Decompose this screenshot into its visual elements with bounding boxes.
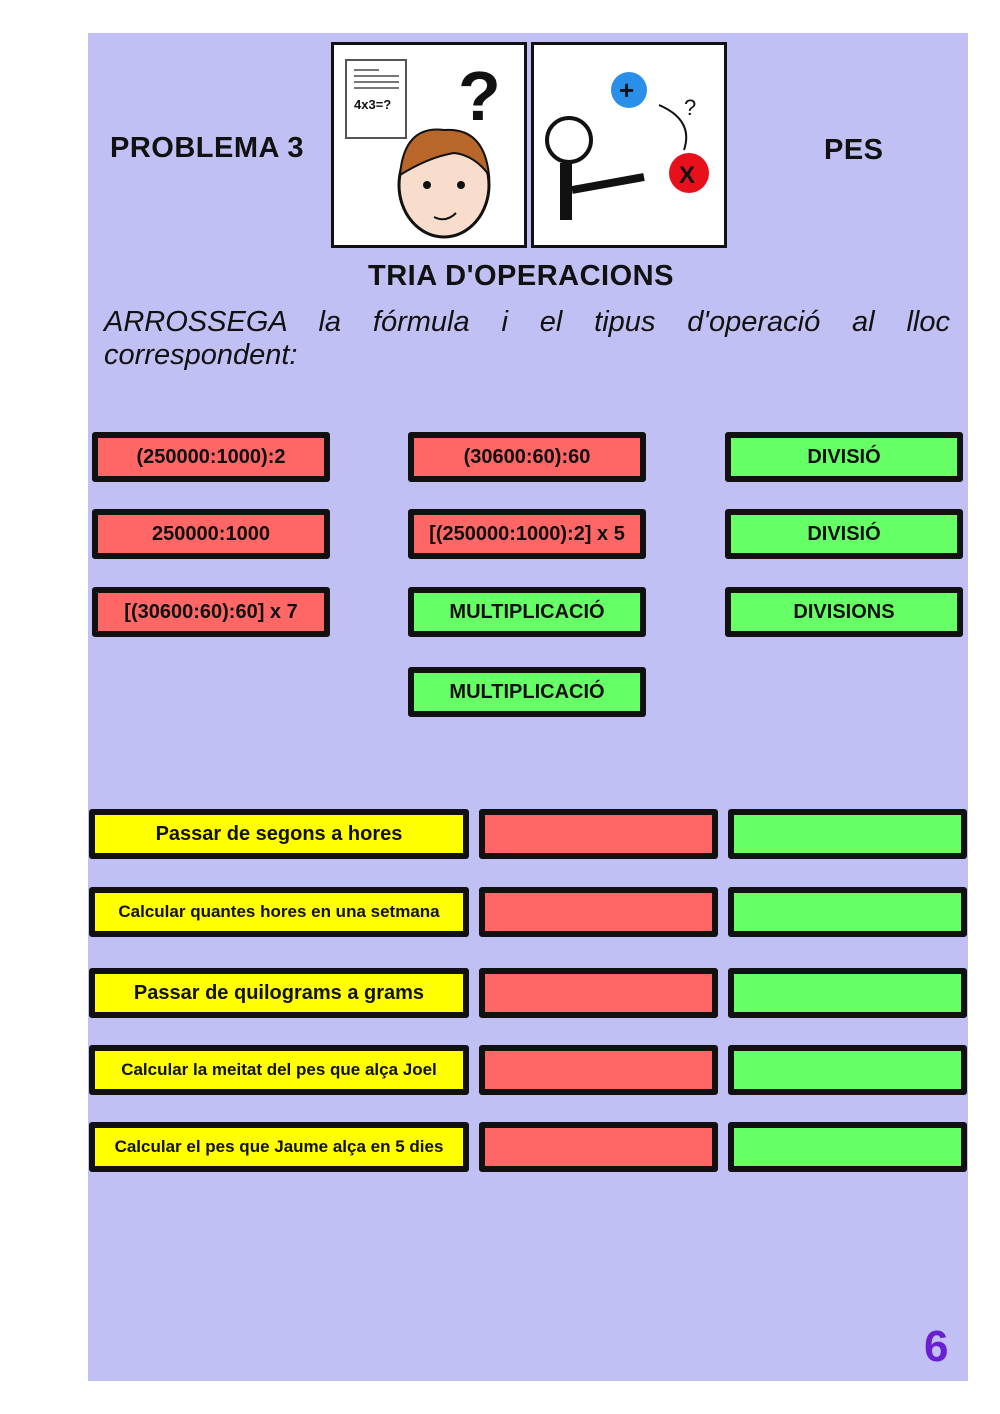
instruction-line-1: ARROSSEGA la fórmula i el tipus d'operac… <box>104 306 950 338</box>
topic-title: PES <box>824 134 884 166</box>
formula-drop-zone[interactable] <box>479 1045 718 1095</box>
operation-draggable[interactable]: DIVISIONS <box>725 587 963 637</box>
svg-text:+: + <box>619 75 634 105</box>
svg-text:?: ? <box>684 95 696 120</box>
operation-draggable[interactable]: MULTIPLICACIÓ <box>408 667 646 717</box>
instruction-line-2: correspondent: <box>104 339 298 371</box>
task-label: Passar de segons a hores <box>89 809 469 859</box>
svg-text:4x3=?: 4x3=? <box>354 97 391 112</box>
subtitle: TRIA D'OPERACIONS <box>368 260 674 292</box>
svg-text:?: ? <box>458 57 501 135</box>
task-label: Calcular la meitat del pes que alça Joel <box>89 1045 469 1095</box>
operation-drop-zone[interactable] <box>728 887 967 937</box>
task-label: Calcular quantes hores en una setmana <box>89 887 469 937</box>
formula-draggable[interactable]: 250000:1000 <box>92 509 330 559</box>
operation-drop-zone[interactable] <box>728 809 967 859</box>
page-number: 6 <box>924 1322 949 1371</box>
formula-drop-zone[interactable] <box>479 887 718 937</box>
operation-drop-zone[interactable] <box>728 968 967 1018</box>
formula-drop-zone[interactable] <box>479 1122 718 1172</box>
formula-drop-zone[interactable] <box>479 809 718 859</box>
operation-draggable[interactable]: DIVISIÓ <box>725 432 963 482</box>
svg-text:X: X <box>679 162 695 189</box>
thinking-boy-pictogram: 4x3=? ? <box>331 42 527 248</box>
choose-operation-pictogram: + X ? <box>531 42 727 248</box>
formula-draggable[interactable]: [(30600:60):60] x 7 <box>92 587 330 637</box>
formula-draggable[interactable]: [(250000:1000):2] x 5 <box>408 509 646 559</box>
problem-title: PROBLEMA 3 <box>110 132 305 164</box>
task-label: Calcular el pes que Jaume alça en 5 dies <box>89 1122 469 1172</box>
formula-draggable[interactable]: (250000:1000):2 <box>92 432 330 482</box>
task-label: Passar de quilograms a grams <box>89 968 469 1018</box>
operation-draggable[interactable]: MULTIPLICACIÓ <box>408 587 646 637</box>
pictograms: 4x3=? ? + X ? <box>331 42 731 248</box>
operation-drop-zone[interactable] <box>728 1122 967 1172</box>
operation-draggable[interactable]: DIVISIÓ <box>725 509 963 559</box>
formula-drop-zone[interactable] <box>479 968 718 1018</box>
operation-drop-zone[interactable] <box>728 1045 967 1095</box>
formula-draggable[interactable]: (30600:60):60 <box>408 432 646 482</box>
